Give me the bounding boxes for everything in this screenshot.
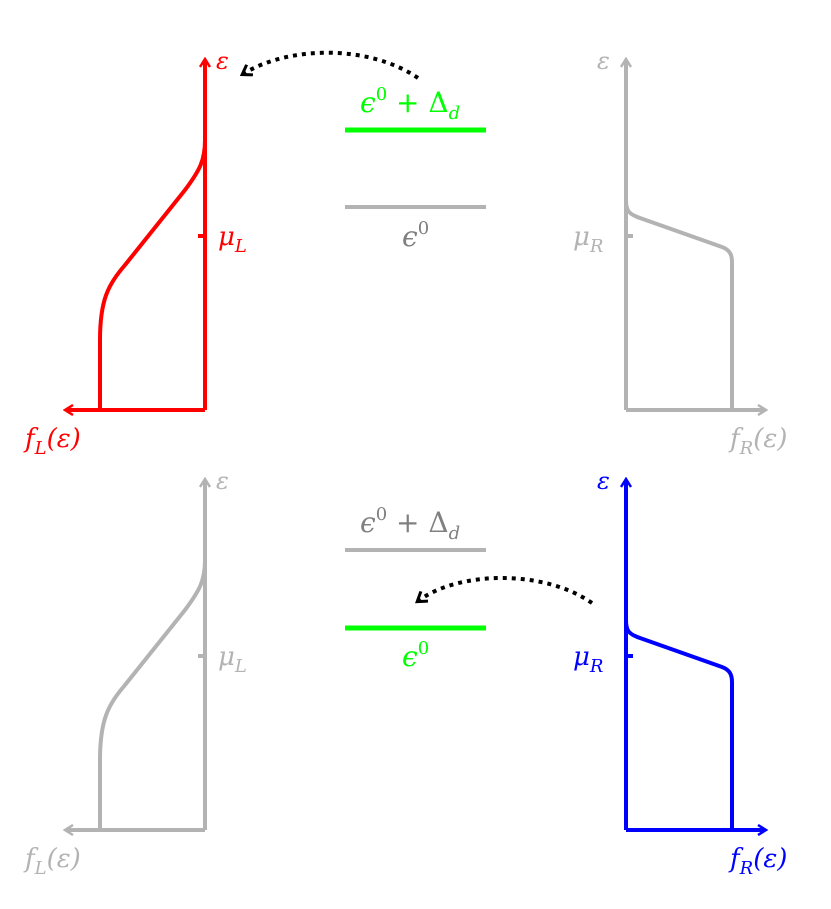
bottom-panel: ε μL fL(ε) ε μR fR(ε) ϵ0 + Δd ϵ0 [23,467,787,879]
tunneling-arrow [243,50,420,80]
fermi-distribution-curve [98,139,207,410]
top-dot-levels: ϵ0 + Δd ϵ0 [345,84,486,253]
bottom-right-lead: ε μR fR(ε) [573,467,787,879]
upper-level-label: ϵ0 + Δd [360,84,460,124]
chemical-potential-label: μL [218,642,247,677]
occupation-axis-label: fL(ε) [23,424,81,459]
chemical-potential-label: μR [573,222,603,257]
fermi-distribution-curve [624,619,734,830]
energy-axis-label: ε [597,467,610,495]
top-panel: ε μL fL(ε) ε μR fR(ε) ϵ0 + Δd ϵ0 [23,47,787,459]
energy-axis-label: ε [597,47,610,75]
lower-level-label: ϵ0 [402,218,429,253]
lower-level-label: ϵ0 [402,638,429,673]
bottom-dot-levels: ϵ0 + Δd ϵ0 [345,504,486,673]
top-right-lead: ε μR fR(ε) [573,47,787,459]
fermi-distribution-curve [624,199,734,410]
bottom-left-lead: ε μL fL(ε) [23,467,247,879]
occupation-axis-label: fL(ε) [23,844,81,879]
energy-axis-label: ε [216,47,229,75]
chemical-potential-label: μR [573,642,603,677]
top-left-lead: ε μL fL(ε) [23,47,247,459]
fermi-distribution-curve [98,559,207,830]
occupation-axis-label: fR(ε) [728,844,787,879]
energy-axis-label: ε [216,467,229,495]
upper-level-label: ϵ0 + Δd [360,504,460,544]
chemical-potential-label: μL [218,222,247,257]
tunneling-arrow [418,576,594,605]
occupation-axis-label: fR(ε) [728,424,787,459]
